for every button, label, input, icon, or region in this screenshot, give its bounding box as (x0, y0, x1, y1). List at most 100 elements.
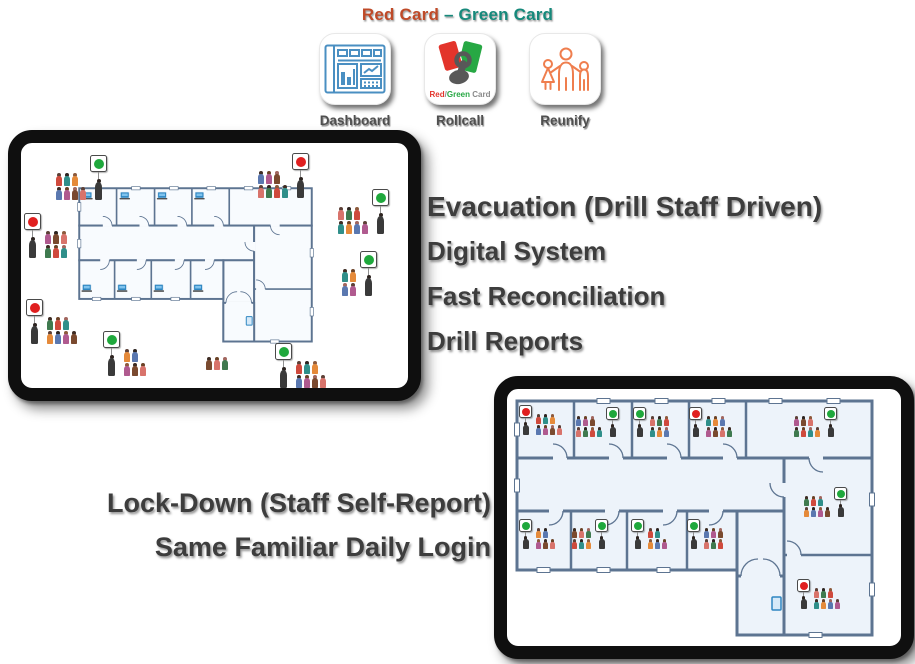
green-status-group (341, 251, 377, 296)
students-cluster (337, 207, 369, 234)
person-figure (821, 588, 826, 598)
red-dot (691, 409, 700, 418)
person-figure (214, 357, 220, 370)
teacher-figure (297, 177, 304, 198)
lockdown-map (507, 389, 901, 646)
green-status-group (519, 519, 556, 549)
rollcall-app-button[interactable]: Red/Green Card (424, 33, 496, 105)
teacher-figure (365, 275, 372, 296)
title-green-card: Green Card (458, 5, 554, 24)
evacuation-floorplan-tablet (8, 130, 421, 401)
person-figure (821, 599, 826, 609)
teacher-figure (95, 179, 102, 200)
dashboard-app-button[interactable] (319, 33, 391, 105)
person-figure (296, 375, 302, 388)
red-green-card-icon (437, 40, 484, 85)
students-cluster (205, 357, 229, 370)
person-figure (814, 588, 819, 598)
person-figure (312, 361, 318, 374)
person-figure (655, 539, 660, 549)
person-figure (720, 416, 725, 426)
person-figure (346, 221, 352, 234)
person-figure (55, 317, 61, 330)
green-card-sign (103, 331, 120, 376)
person-figure (650, 416, 655, 426)
red-status-group (26, 299, 78, 344)
students-cluster (793, 416, 821, 437)
person-figure (586, 539, 591, 549)
green-dot (375, 192, 386, 203)
students-cluster (571, 528, 592, 549)
title-dash: – (439, 5, 459, 24)
people-group (205, 357, 229, 370)
person-figure (804, 507, 809, 517)
person-figure (132, 349, 138, 362)
person-figure (72, 173, 78, 186)
person-figure (71, 331, 77, 344)
person-figure (583, 427, 588, 437)
person-figure (657, 427, 662, 437)
person-figure (124, 363, 130, 376)
person-figure (543, 425, 548, 435)
person-figure (597, 427, 602, 437)
person-figure (711, 528, 716, 538)
person-figure (63, 317, 69, 330)
red-card-sign (519, 405, 532, 435)
person-figure (64, 187, 70, 200)
green-dot (836, 489, 845, 498)
person-figure (718, 528, 723, 538)
green-status-group (687, 519, 724, 549)
red-dot (29, 302, 40, 313)
person-figure (543, 414, 548, 424)
person-figure (274, 185, 280, 198)
green-dot (363, 254, 374, 265)
students-cluster (575, 416, 603, 437)
caption-lockdown: Lock-Down (Staff Self-Report) (107, 488, 491, 518)
students-cluster (703, 528, 724, 549)
green-dot (106, 334, 117, 345)
red-card-sign (689, 407, 702, 437)
teacher-figure (522, 422, 529, 435)
person-figure (312, 375, 318, 388)
person-figure (53, 245, 59, 258)
title-red-card: Red Card (361, 5, 440, 24)
person-figure (296, 361, 302, 374)
person-figure (124, 349, 130, 362)
rollcall-label: Rollcall (435, 113, 484, 128)
teacher-figure (598, 536, 605, 549)
dashboard-label: Dashboard (319, 113, 391, 128)
page-title: Red Card – Green Card (0, 5, 915, 25)
person-figure (282, 185, 288, 198)
teacher-figure (108, 355, 115, 376)
teacher-figure (692, 424, 699, 437)
teacher-figure (29, 237, 36, 258)
person-figure (794, 427, 799, 437)
lockdown-floorplan-tablet (494, 376, 914, 659)
person-figure (55, 331, 61, 344)
teacher-figure (690, 536, 697, 549)
person-figure (45, 245, 51, 258)
person-figure (45, 231, 51, 244)
person-figure (655, 528, 660, 538)
person-figure (579, 528, 584, 538)
app-rollcall: Red/Green Card Rollcall (424, 33, 496, 128)
green-dot (635, 409, 644, 418)
person-figure (814, 599, 819, 609)
person-figure (342, 269, 348, 282)
green-status-group (793, 407, 837, 437)
person-figure (706, 427, 711, 437)
students-cluster (647, 528, 668, 549)
reunify-app-button[interactable] (529, 33, 601, 105)
green-card-sign (275, 343, 292, 388)
red-status-group (257, 153, 309, 198)
person-figure (47, 331, 53, 344)
person-figure (713, 427, 718, 437)
person-figure (828, 599, 833, 609)
person-figure (704, 528, 709, 538)
green-dot (633, 521, 642, 530)
teacher-figure (31, 323, 38, 344)
green-status-group (803, 487, 847, 517)
dashboard-icon (324, 44, 386, 94)
red-dot (27, 216, 38, 227)
